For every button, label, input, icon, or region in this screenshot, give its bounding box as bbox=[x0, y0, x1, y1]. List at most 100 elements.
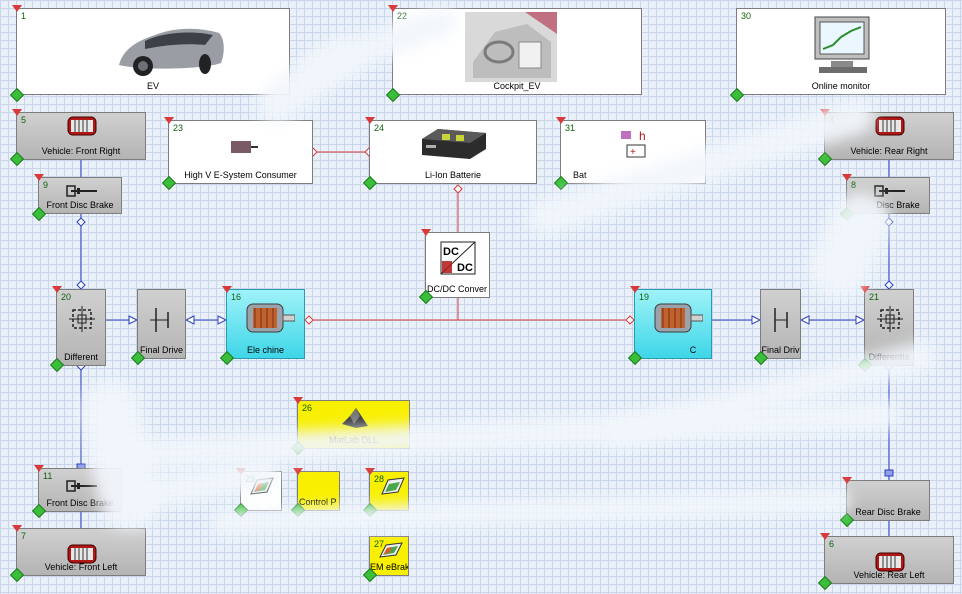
event-marker bbox=[222, 286, 232, 293]
disc-brake-icon bbox=[66, 185, 97, 197]
block-vehicle-rear-left[interactable]: 6 Vehicle: Rear Left bbox=[824, 536, 954, 584]
dcdc-bottom-text: DC bbox=[457, 262, 473, 274]
block-ev[interactable]: 1 EV bbox=[16, 8, 290, 95]
block-number: 24 bbox=[374, 123, 385, 133]
wire-arrow bbox=[128, 315, 139, 325]
block-control[interactable]: Control P bbox=[297, 471, 340, 511]
block-rear-disc-brake[interactable]: Rear Disc Brake bbox=[846, 480, 930, 521]
block-label: Rear Disc Brake bbox=[855, 507, 921, 517]
block-label: Final Drive bbox=[139, 345, 183, 355]
event-marker bbox=[630, 286, 640, 293]
dcdc-top-text: DC bbox=[443, 246, 459, 258]
wire-arrow bbox=[799, 315, 810, 325]
event-marker bbox=[34, 174, 44, 181]
event-marker bbox=[842, 174, 852, 181]
block-label: Online monitor bbox=[811, 81, 871, 91]
electric-motor-icon bbox=[654, 303, 703, 333]
block-label: C bbox=[689, 345, 697, 355]
wire-port bbox=[76, 217, 86, 227]
block-vehicle-rear-right[interactable]: 4 Vehicle: Rear Right bbox=[824, 112, 954, 160]
block-number: 11 bbox=[43, 471, 53, 481]
block-number: 26 bbox=[302, 403, 313, 413]
block-label: Disc Brake bbox=[876, 200, 920, 210]
matlab-icon bbox=[342, 408, 368, 428]
block-label: EV bbox=[146, 81, 159, 91]
block-label: Final Driv bbox=[761, 345, 800, 355]
block-rear-disc-brake-8[interactable]: 8 Disc Brake bbox=[846, 177, 930, 214]
wire-arrow bbox=[184, 315, 195, 325]
block-final-drive-left[interactable]: Final Drive bbox=[137, 289, 186, 359]
event-marker bbox=[365, 468, 375, 475]
block-electric-machine-16[interactable]: 16 Ele chine bbox=[226, 289, 305, 359]
wire-stub bbox=[884, 469, 894, 477]
wire-arrow bbox=[751, 315, 762, 325]
block-electric-machine-19[interactable]: 19 C bbox=[634, 289, 712, 359]
event-marker bbox=[52, 286, 62, 293]
map-icon bbox=[379, 542, 403, 558]
block-number: 5 bbox=[21, 115, 27, 125]
wire-arrow bbox=[217, 315, 228, 325]
block-cockpit-ev[interactable]: 22 Cockpit_EV bbox=[392, 8, 642, 95]
block-differential-21[interactable]: 21 Differentia bbox=[864, 289, 914, 366]
event-marker bbox=[421, 229, 431, 236]
svg-text:h: h bbox=[639, 129, 646, 143]
block-number: 9 bbox=[43, 180, 49, 190]
disc-brake-icon bbox=[66, 480, 97, 492]
block-number: 19 bbox=[639, 292, 650, 302]
block-number: 28 bbox=[374, 474, 385, 484]
event-marker bbox=[164, 117, 174, 124]
wire-port bbox=[884, 217, 894, 227]
block-front-disc-brake-11[interactable]: 11 Front Disc Brake bbox=[38, 468, 122, 512]
block-number: 16 bbox=[231, 292, 242, 302]
event-marker bbox=[293, 397, 303, 404]
block-29[interactable]: 29 bbox=[240, 471, 282, 511]
block-number: 27 bbox=[374, 539, 385, 549]
block-number: 31 bbox=[565, 123, 576, 133]
block-number: 21 bbox=[869, 292, 880, 302]
block-label: Vehicle: Front Left bbox=[44, 562, 118, 572]
event-marker bbox=[236, 468, 246, 475]
event-marker bbox=[860, 286, 870, 293]
block-matlab-dll[interactable]: 26 MatLab DLL bbox=[297, 400, 410, 449]
event-marker bbox=[12, 525, 22, 532]
block-front-disc-brake-9[interactable]: 9 Front Disc Brake bbox=[38, 177, 122, 214]
wire-port bbox=[304, 315, 314, 325]
wire-arrow bbox=[855, 315, 866, 325]
wire-port bbox=[625, 315, 635, 325]
block-vehicle-front-left[interactable]: 7 Vehicle: Front Left bbox=[16, 528, 146, 576]
block-label: Bat bbox=[573, 170, 587, 180]
block-number: 6 bbox=[829, 539, 835, 549]
battery-icon bbox=[231, 141, 258, 153]
block-vehicle-front-right[interactable]: 5 Vehicle: Front Right bbox=[16, 112, 146, 160]
block-online-monitor[interactable]: 30 Online monitor bbox=[736, 8, 946, 95]
block-label: Front Disc Brake bbox=[46, 498, 114, 508]
dcdc-converter-icon: DC DC bbox=[440, 241, 476, 275]
event-marker bbox=[12, 109, 22, 116]
event-marker bbox=[388, 5, 398, 12]
final-drive-icon bbox=[774, 308, 788, 332]
block-hv-consumer[interactable]: 23 High V E-System Consumer bbox=[168, 120, 313, 184]
block-dcdc-converter[interactable]: DC DC DC/DC Conver bbox=[425, 232, 490, 298]
block-28[interactable]: 28 bbox=[369, 471, 409, 511]
block-label: Control P bbox=[299, 497, 337, 507]
block-number: 23 bbox=[173, 123, 184, 133]
block-label: Vehicle: Rear Left bbox=[853, 570, 925, 580]
event-marker bbox=[34, 465, 44, 472]
block-number: 8 bbox=[851, 180, 857, 190]
event-marker bbox=[12, 5, 22, 12]
block-number: 1 bbox=[21, 11, 27, 21]
block-final-drive-right[interactable]: Final Driv bbox=[760, 289, 801, 359]
block-li-ion-battery[interactable]: 24 Li-Ion Batterie bbox=[369, 120, 537, 184]
block-label: Ele chine bbox=[246, 345, 285, 355]
car-icon bbox=[119, 28, 224, 76]
final-drive-icon bbox=[150, 308, 169, 332]
block-31[interactable]: 31 h + Bat bbox=[560, 120, 706, 184]
wheel-icon bbox=[67, 116, 97, 136]
block-label: Front Disc Brake bbox=[46, 200, 114, 210]
differential-icon bbox=[877, 306, 903, 332]
block-label: Different bbox=[64, 352, 98, 362]
block-differential-20[interactable]: 20 Different bbox=[56, 289, 106, 366]
block-label: Vehicle: Rear Right bbox=[850, 146, 928, 156]
block-em-ebrake[interactable]: 27 EM eBrak bbox=[369, 536, 409, 576]
